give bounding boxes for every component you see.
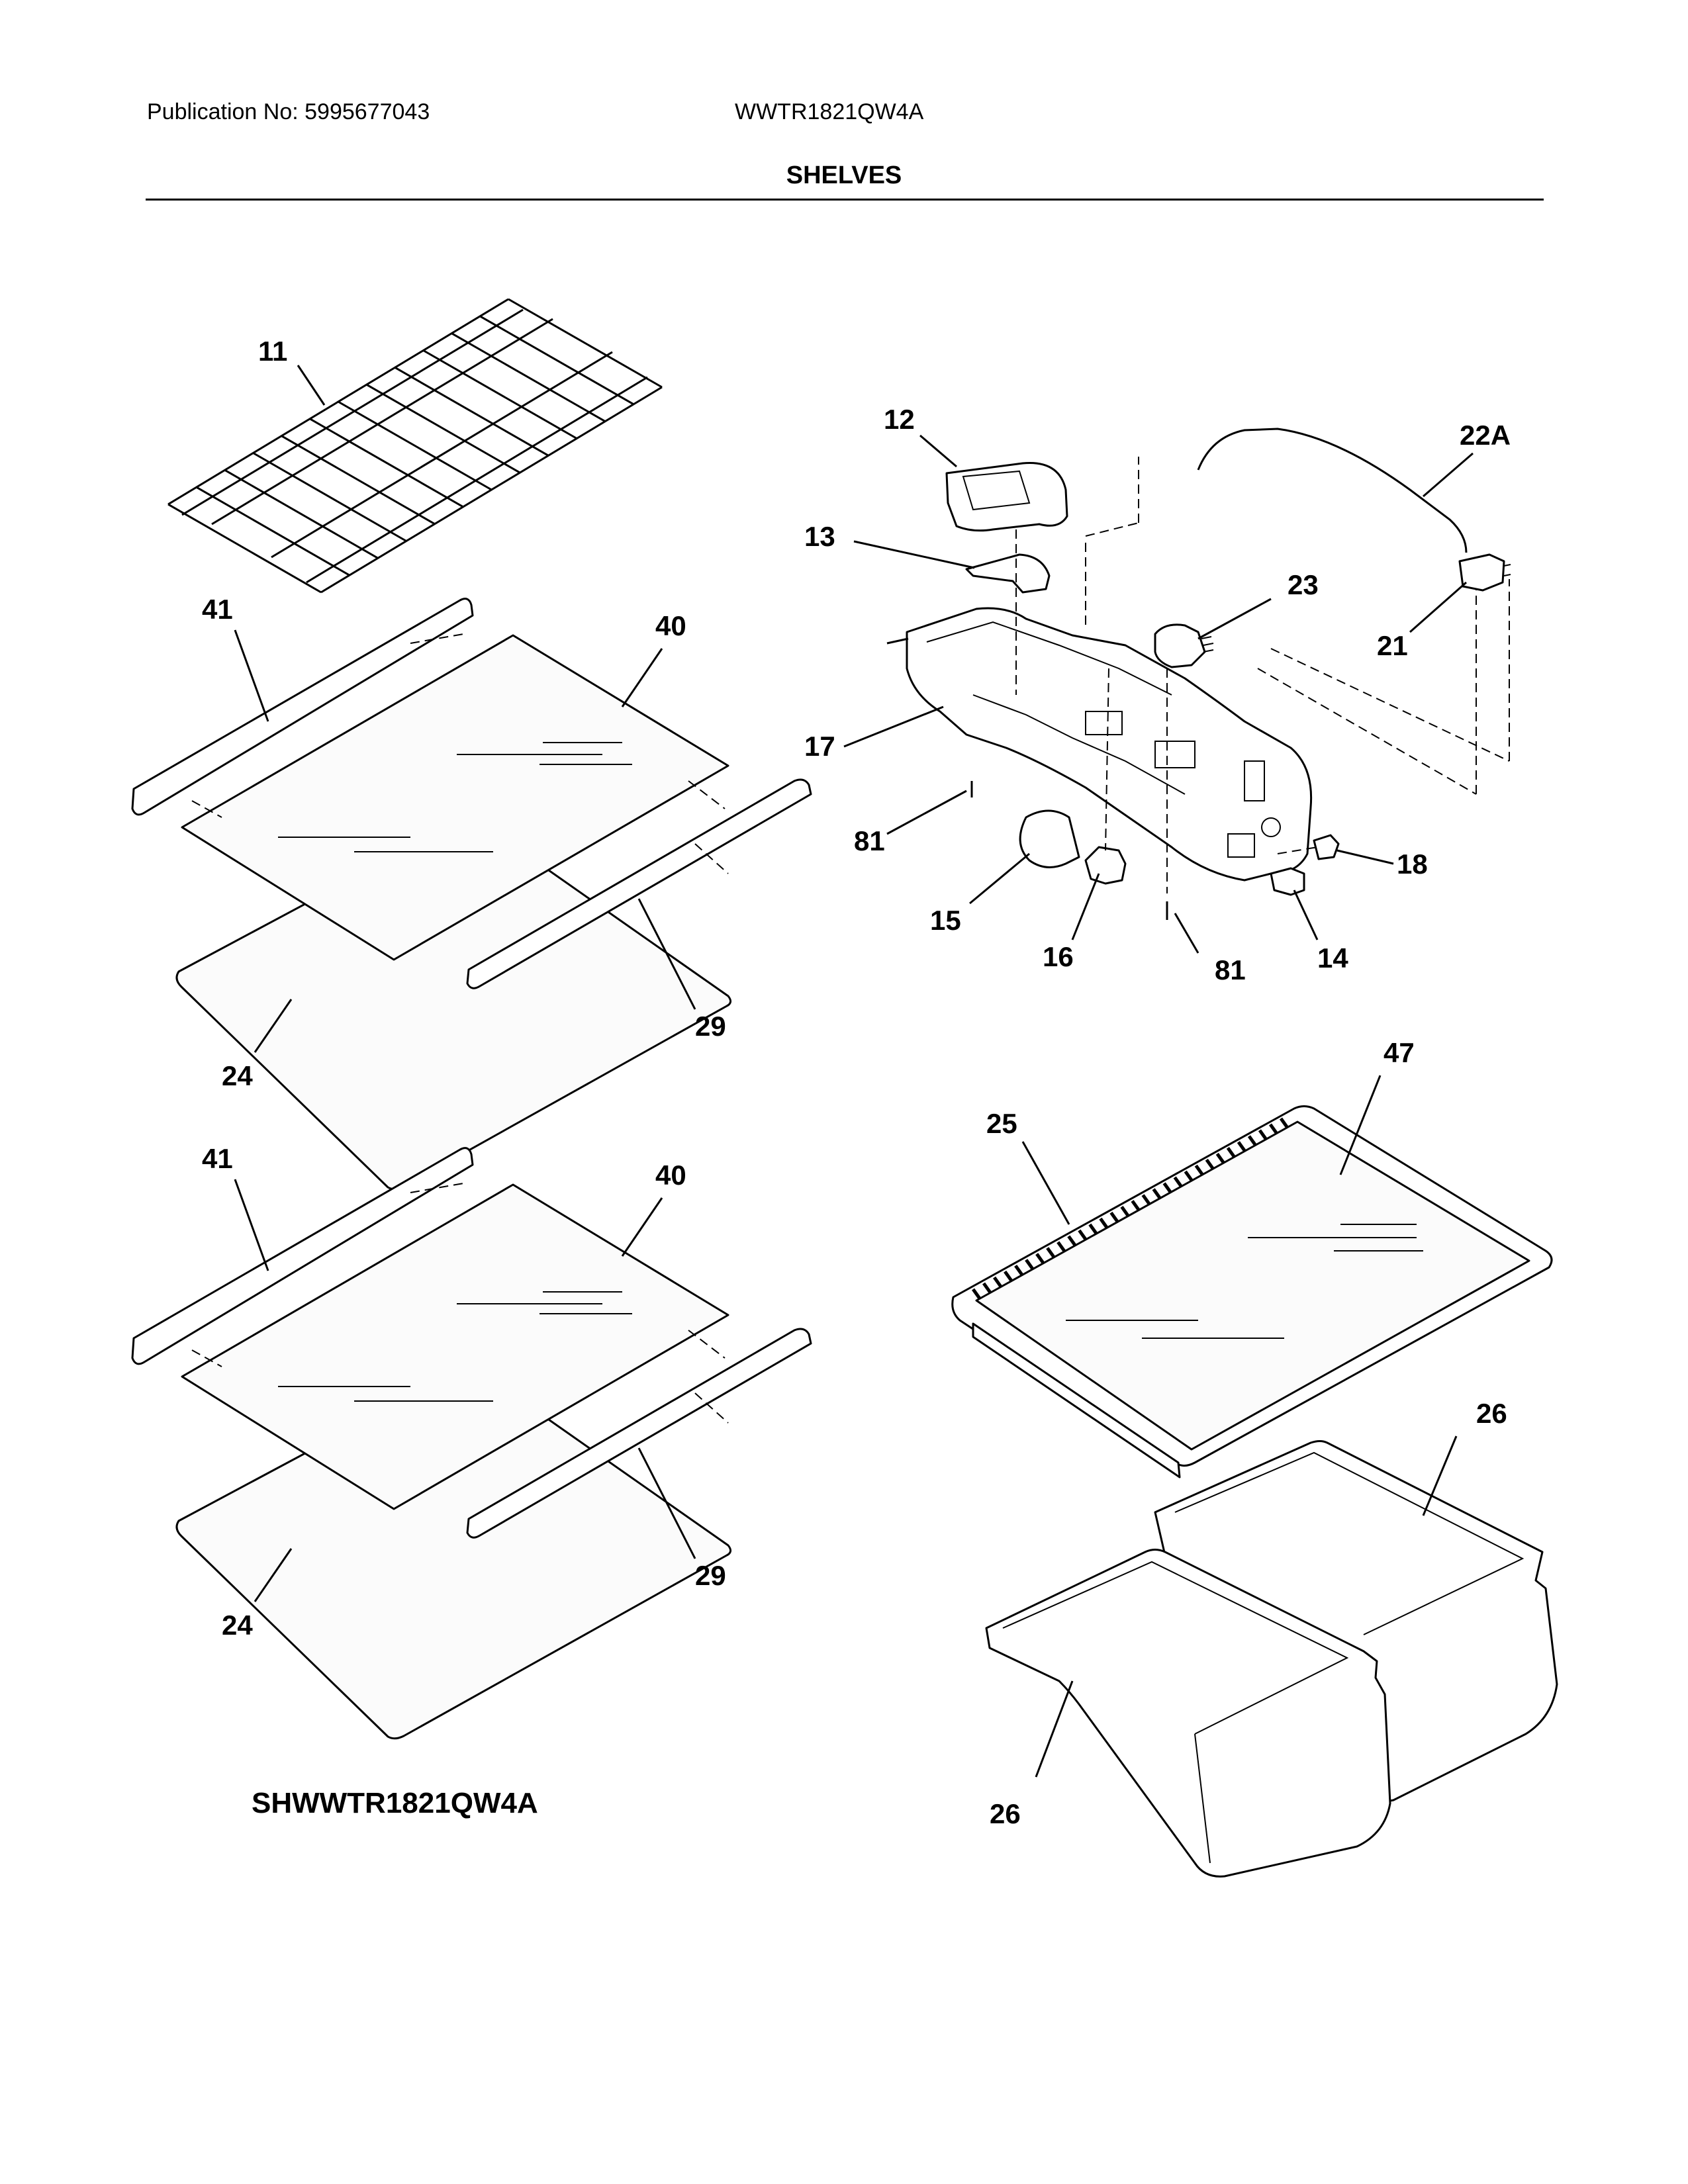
callout-41-upper: 41 [202,594,233,625]
plug-part-18 [1313,834,1340,860]
callout-47: 47 [1383,1037,1415,1068]
light-housing-part-17 [906,607,1313,882]
callout-12: 12 [884,404,915,435]
section-title: SHELVES [786,161,902,189]
callout-17: 17 [804,731,835,762]
callout-81-right: 81 [1215,954,1246,985]
callout-41-lower: 41 [202,1143,233,1174]
callout-18: 18 [1397,848,1428,880]
callout-labels: 11 41 40 29 24 41 40 29 24 12 13 17 81 1… [202,336,1511,1829]
crisper-cover-assembly [951,1105,1553,1479]
callout-24-upper: 24 [222,1060,253,1091]
callout-29-lower: 29 [695,1560,726,1591]
callout-81-left: 81 [854,825,885,856]
lower-glass-shelf-assembly [131,1147,812,1740]
callout-40-lower: 40 [655,1160,686,1191]
switch-part-23 [1154,623,1206,668]
light-housing-assembly [886,428,1511,920]
model-number: WWTR1821QW4A [735,99,924,124]
crisper-drawers [985,1440,1558,1878]
callout-26-rear: 26 [1476,1398,1507,1429]
glass-panel-part-40-upper [181,634,729,961]
leader-lines [234,365,1474,1778]
callout-24-lower: 24 [222,1610,253,1641]
bulb-part-15 [1019,809,1080,868]
rear-rail-part-29-upper [466,778,812,989]
callout-40-upper: 40 [655,610,686,641]
glass-panel-part-40-lower [181,1183,729,1510]
wire-harness-part-22a [1197,428,1468,553]
front-rail-part-41-upper [131,598,474,816]
callout-23: 23 [1288,569,1319,600]
callout-15: 15 [930,905,961,936]
front-rail-part-41-lower [131,1147,474,1365]
rear-rail-part-29-lower [466,1328,812,1539]
callout-13: 13 [804,521,835,552]
light-shield-part-13 [965,553,1051,594]
callout-14: 14 [1317,942,1348,974]
switch-part-14 [1270,867,1305,896]
callout-21: 21 [1377,630,1408,661]
crisper-glass-part-47 [975,1120,1530,1451]
callout-22a: 22A [1460,420,1511,451]
bulb-socket-part-16 [1084,846,1127,885]
callout-11: 11 [258,336,287,367]
callout-26-front: 26 [990,1798,1021,1829]
callout-16: 16 [1043,941,1074,972]
callout-29-upper: 29 [695,1011,726,1042]
header-divider [146,199,1544,201]
callout-25: 25 [986,1108,1017,1139]
publication-number: Publication No: 5995677043 [147,99,430,124]
wire-shelf-part-11 [167,298,663,594]
light-cover-part-12 [945,462,1068,532]
diagram-code: SHWWTR1821QW4A [252,1787,538,1819]
upper-glass-shelf-assembly [131,598,812,1191]
crisper-drawer-front-part-26 [985,1549,1391,1878]
socket-part-21 [1458,553,1505,592]
